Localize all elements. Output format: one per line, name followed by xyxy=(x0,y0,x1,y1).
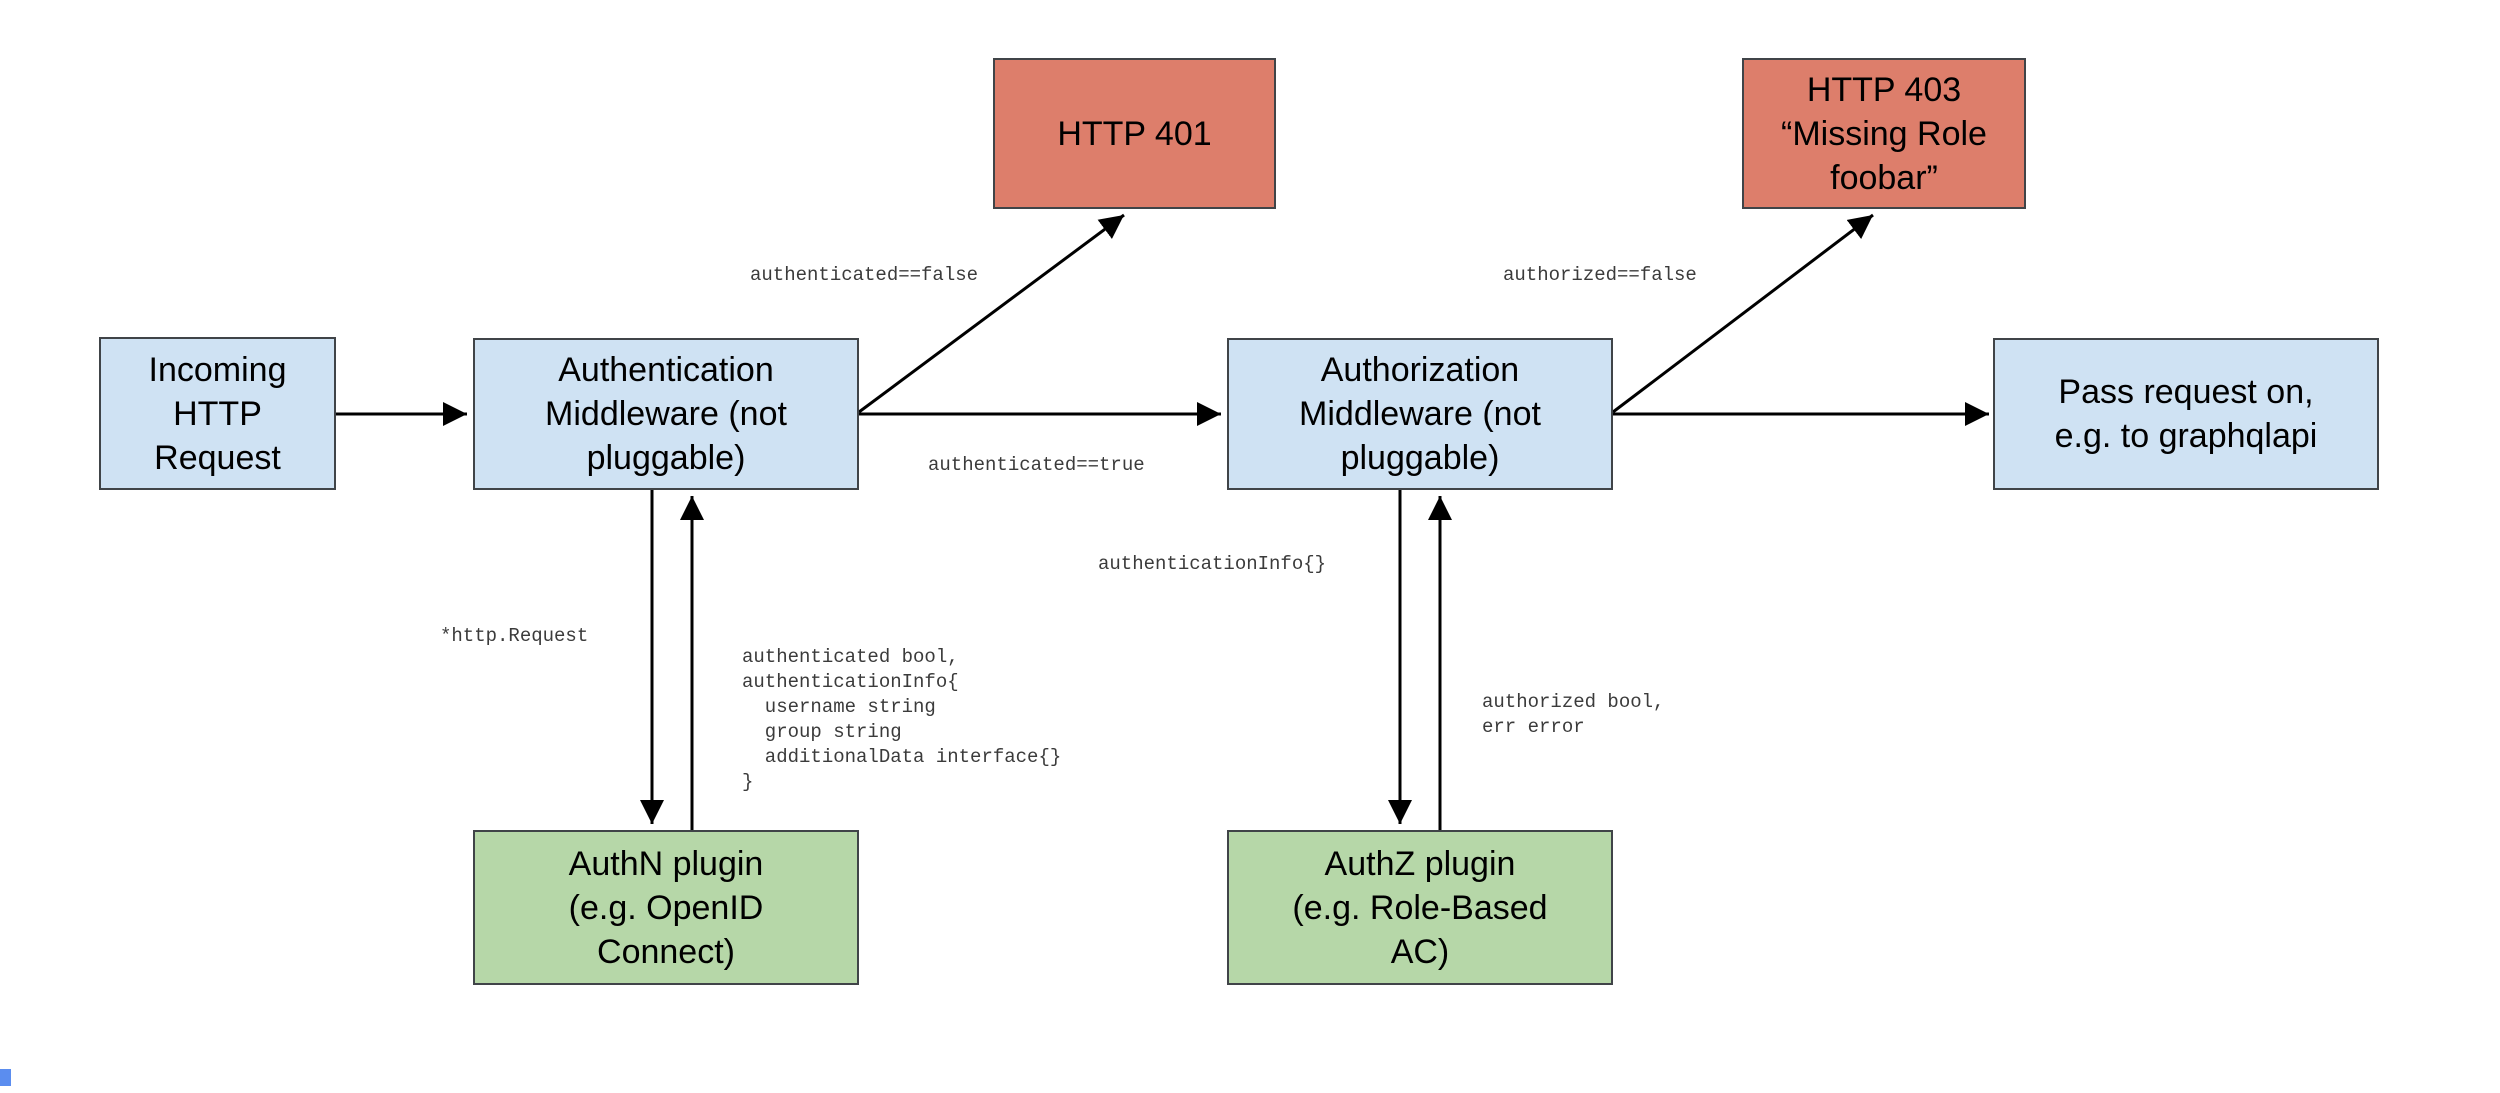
stray-blue-mark xyxy=(0,1069,11,1086)
edge-label-authenticated-true: authenticated==true xyxy=(928,454,1145,476)
node-http-403-label: HTTP 403 “Missing Role foobar” xyxy=(1781,70,1987,197)
node-http-401: HTTP 401 xyxy=(993,58,1276,209)
edge-label-authz-plugin-return: authorized bool, err error xyxy=(1482,691,1665,738)
node-authn-plugin: AuthN plugin (e.g. OpenID Connect) xyxy=(473,830,859,985)
node-authentication-middleware: Authentication Middleware (not pluggable… xyxy=(473,338,859,490)
node-http-403: HTTP 403 “Missing Role foobar” xyxy=(1742,58,2026,209)
edge-label-authentication-info: authenticationInfo{} xyxy=(1098,553,1327,575)
node-incoming-http-request: Incoming HTTP Request xyxy=(99,337,336,490)
node-authn-plugin-label: AuthN plugin (e.g. OpenID Connect) xyxy=(568,844,764,971)
node-authz-plugin: AuthZ plugin (e.g. Role-Based AC) xyxy=(1227,830,1613,985)
node-incoming-http-request-label: Incoming HTTP Request xyxy=(148,350,287,477)
node-pass-request-on: Pass request on, e.g. to graphqlapi xyxy=(1993,338,2379,490)
node-authz-plugin-label: AuthZ plugin (e.g. Role-Based AC) xyxy=(1292,844,1548,971)
edge-label-http-request: *http.Request xyxy=(440,625,589,647)
node-authentication-middleware-label: Authentication Middleware (not pluggable… xyxy=(545,351,787,477)
edge-label-authorized-false: authorized==false xyxy=(1503,264,1697,286)
edge-label-authenticated-false: authenticated==false xyxy=(750,264,979,286)
node-http-401-label: HTTP 401 xyxy=(1057,114,1212,153)
node-pass-request-on-label: Pass request on, e.g. to graphqlapi xyxy=(2054,373,2318,455)
node-authorization-middleware-label: Authorization Middleware (not pluggable) xyxy=(1299,351,1541,477)
node-authorization-middleware: Authorization Middleware (not pluggable) xyxy=(1227,338,1613,490)
arrow-authn-middleware-to-http401 xyxy=(858,213,1125,414)
arrow-authz-middleware-to-http403 xyxy=(1612,213,1874,414)
edge-label-authn-plugin-return: authenticated bool, authenticationInfo{ … xyxy=(742,646,1062,793)
